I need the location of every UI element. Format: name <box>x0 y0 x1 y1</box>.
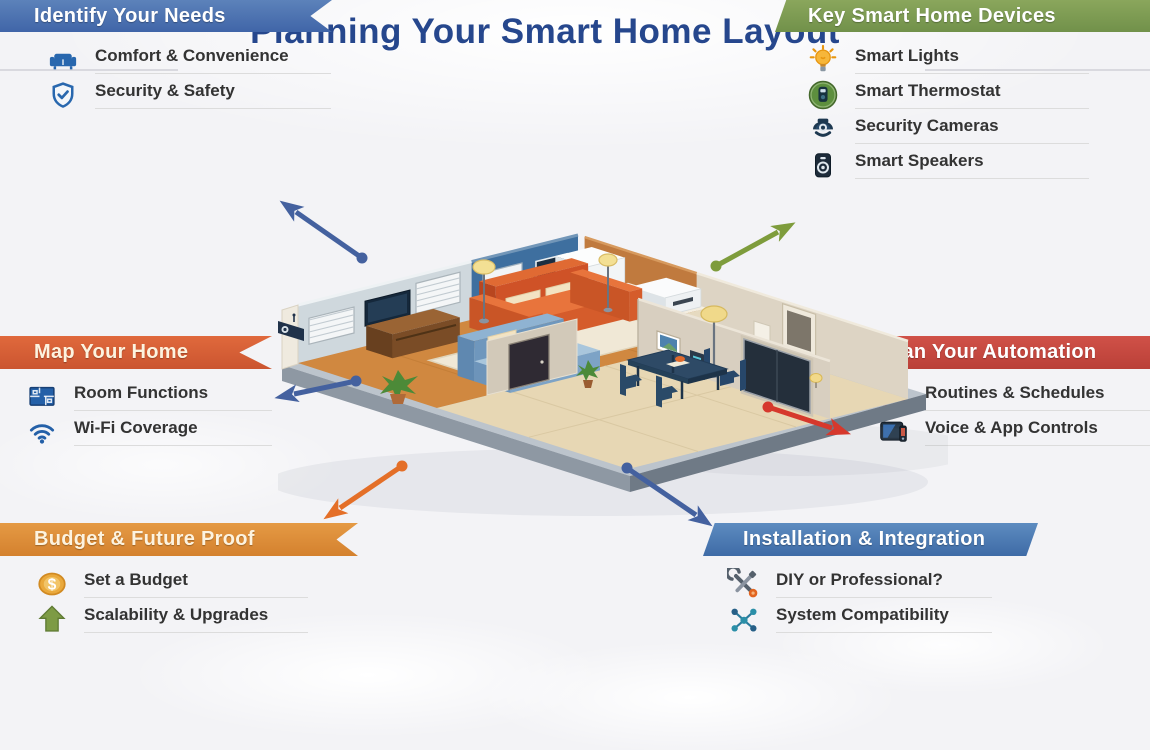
banner-budget-future-proof: Budget & Future Proof <box>0 523 358 556</box>
item-label: Smart Speakers <box>855 151 1089 179</box>
list-item: Smart Thermostat <box>806 80 1150 110</box>
banner-key-smart-home-devices: Key Smart Home Devices <box>775 0 1150 32</box>
item-label: Routines & Schedules <box>925 383 1150 411</box>
section-map-your-home: Map Your Home Room Functions <box>0 336 272 452</box>
list-item: $ Set a Budget <box>35 569 358 599</box>
network-icon <box>727 603 761 635</box>
banner-title: Map Your Home <box>34 341 189 363</box>
list-item: Room Functions <box>25 382 272 412</box>
smart-speaker-icon <box>806 149 840 181</box>
section-key-smart-home-devices: Key Smart Home Devices <box>775 0 1150 185</box>
list-item: Smart Speakers <box>806 150 1150 180</box>
banner-title: Installation & Integration <box>743 528 986 550</box>
up-arrow-icon <box>35 603 69 635</box>
title-divider-right <box>925 69 1150 71</box>
banner-title: Identify Your Needs <box>34 5 226 27</box>
list-item: Scalability & Upgrades <box>35 604 358 634</box>
thermostat-icon <box>806 79 840 111</box>
banner-map-your-home: Map Your Home <box>0 336 272 369</box>
item-label: Security & Safety <box>95 81 331 109</box>
section-installation-integration: Installation & Integration DIY or Profes… <box>703 523 1038 639</box>
tablet-icon <box>876 416 910 448</box>
item-label: Room Functions <box>74 383 272 411</box>
item-label: Wi-Fi Coverage <box>74 418 272 446</box>
item-label: Smart Thermostat <box>855 81 1089 109</box>
list-item: Security & Safety <box>46 80 332 110</box>
item-label: Security Cameras <box>855 116 1089 144</box>
item-label: Smart Lights <box>855 46 1089 74</box>
banner-installation-integration: Installation & Integration <box>703 523 1038 556</box>
banner-title: Plan Your Automation <box>883 341 1097 363</box>
list-item: Wi-Fi Coverage <box>25 417 272 447</box>
list-item: DIY or Professional? <box>727 568 1038 600</box>
item-label: Set a Budget <box>84 570 308 598</box>
list-item: Smart Lights <box>806 44 1150 76</box>
section-identify-your-needs: Identify Your Needs Comfort & Convenienc… <box>0 0 332 115</box>
tools-icon <box>727 568 761 600</box>
title-divider-left <box>0 69 178 71</box>
coin-icon: $ <box>35 568 69 600</box>
item-label: Scalability & Upgrades <box>84 605 308 633</box>
couch-icon <box>46 44 80 76</box>
item-label: DIY or Professional? <box>776 570 992 598</box>
banner-title: Key Smart Home Devices <box>808 5 1056 27</box>
list-item: Security Cameras <box>806 115 1150 145</box>
banner-identify-your-needs: Identify Your Needs <box>0 0 332 32</box>
security-camera-icon <box>806 114 840 146</box>
page-title: Planning Your Smart Home Layout <box>250 12 840 51</box>
list-item: System Compatibility <box>727 604 1038 634</box>
wifi-icon <box>25 416 59 448</box>
shield-check-icon <box>46 79 80 111</box>
list-item: Comfort & Convenience <box>46 45 332 75</box>
list-item: Voice & App Controls <box>876 417 1150 447</box>
lightbulb-icon <box>806 44 840 76</box>
floor-plan-icon <box>25 381 59 413</box>
smart-home-illustration <box>268 218 978 528</box>
item-label: Voice & App Controls <box>925 418 1150 446</box>
item-label: System Compatibility <box>776 605 992 633</box>
section-budget-future-proof: Budget & Future Proof $ Set a Budget <box>0 523 358 639</box>
svg-text:$: $ <box>48 576 57 593</box>
banner-title: Budget & Future Proof <box>34 528 255 550</box>
item-label: Comfort & Convenience <box>95 46 331 74</box>
